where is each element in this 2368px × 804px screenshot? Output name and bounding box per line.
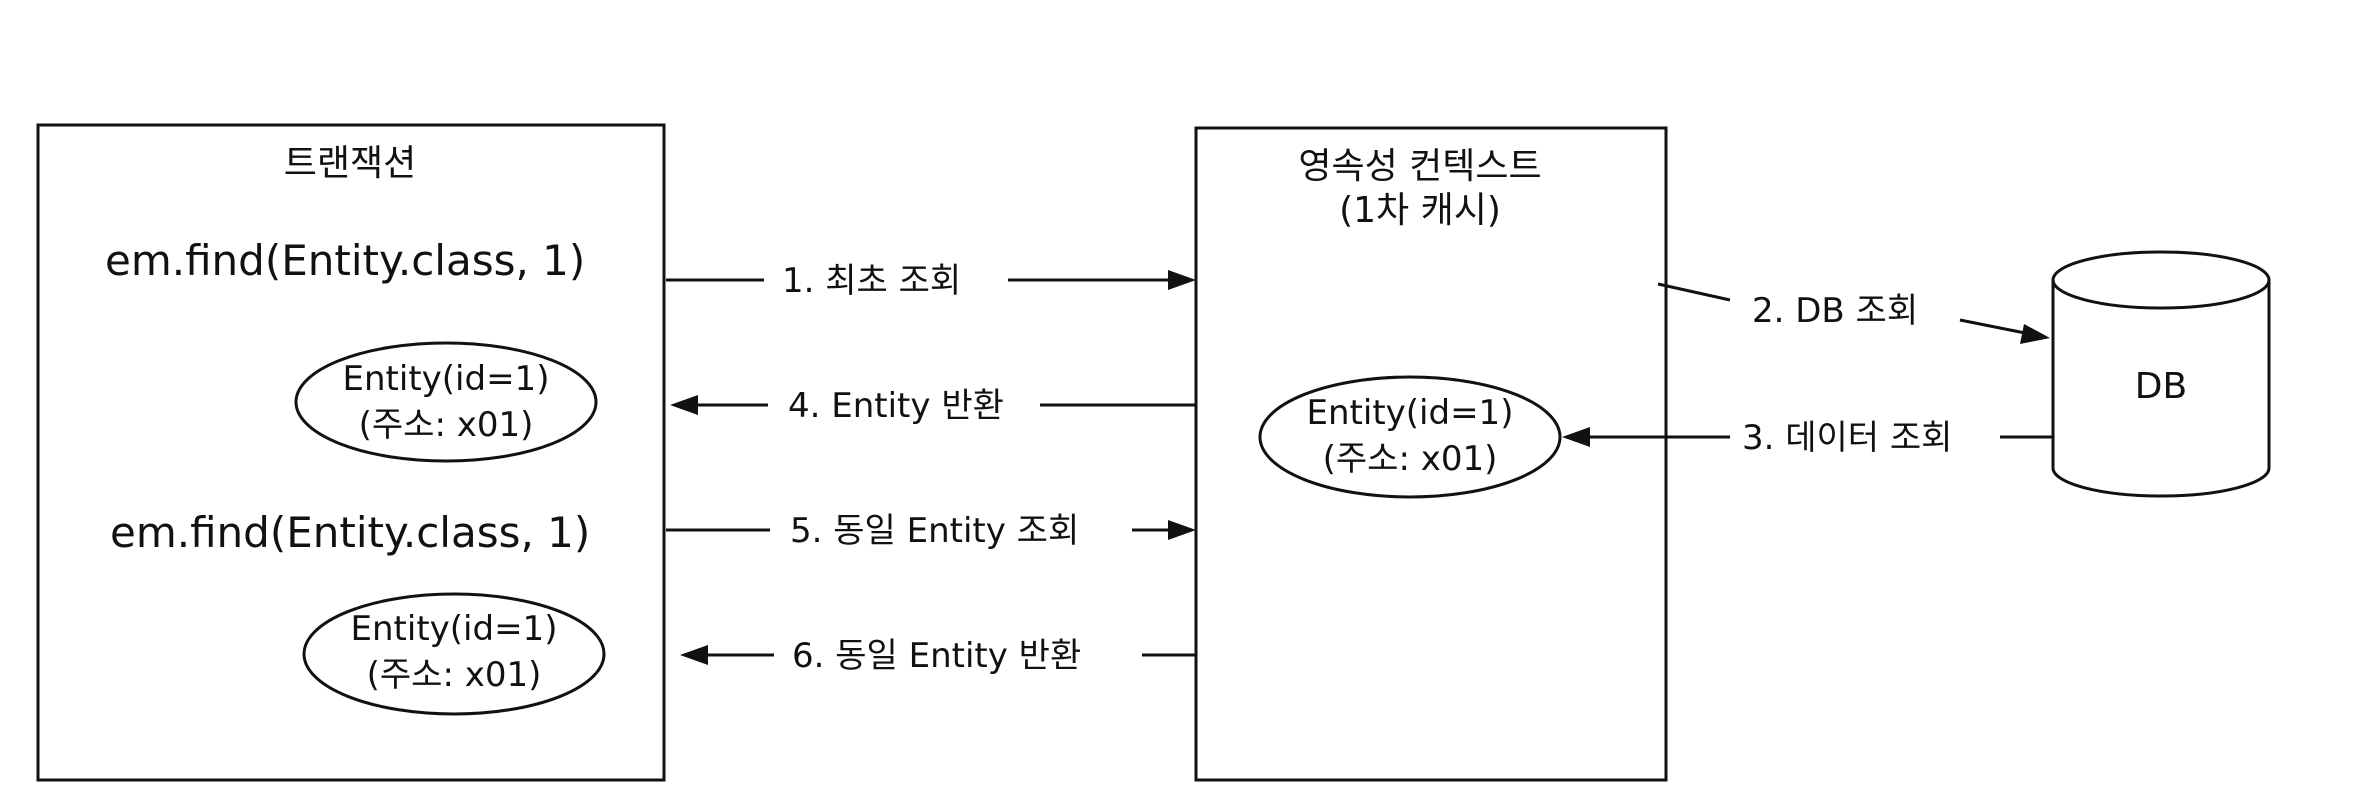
step-2-arrow: 2. DB 조회 — [1657, 282, 2050, 344]
step-1-arrow: 1. 최초 조회 — [666, 261, 1196, 301]
database-cylinder: DB — [2051, 250, 2271, 498]
transaction-entity-1-ellipse — [294, 341, 598, 463]
database-label: DB — [2135, 366, 2187, 407]
transaction-entity-1-id: Entity(id=1) — [343, 359, 550, 399]
persistence-context-subtitle: (1차 캐시) — [1339, 190, 1501, 231]
find-call-1: em.find(Entity.class, 1) — [105, 236, 585, 285]
transaction-box: 트랜잭션 em.find(Entity.class, 1) Entity(id=… — [36, 123, 666, 782]
cache-entity-id: Entity(id=1) — [1307, 393, 1514, 433]
step-5-label: 5. 동일 Entity 조회 — [790, 511, 1079, 551]
transaction-entity-2-address: (주소: x01) — [367, 655, 542, 695]
transaction-entity-1: Entity(id=1) (주소: x01) — [294, 341, 598, 463]
step-3-arrowhead — [1562, 427, 1590, 447]
transaction-entity-2-ellipse — [302, 592, 606, 716]
step-6-arrowhead — [680, 645, 708, 665]
step-5-arrowhead — [1168, 520, 1196, 540]
step-4-label: 4. Entity 반환 — [788, 386, 1004, 426]
step-4-arrow: 4. Entity 반환 — [670, 386, 1196, 426]
transaction-entity-1-address: (주소: x01) — [359, 405, 534, 445]
step-2-arrowhead — [2020, 324, 2050, 344]
step-3-label: 3. 데이터 조회 — [1742, 418, 1952, 458]
persistence-context-box: 영속성 컨텍스트 (1차 캐시) Entity(id=1) (주소: x01) — [1194, 126, 1668, 782]
step-1-arrowhead — [1168, 270, 1196, 290]
transaction-entity-2-id: Entity(id=1) — [351, 609, 558, 649]
step-3-arrow: 3. 데이터 조회 — [1562, 418, 2053, 458]
step-6-label: 6. 동일 Entity 반환 — [792, 636, 1081, 676]
step-5-arrow: 5. 동일 Entity 조회 — [666, 511, 1196, 551]
cache-entity-ellipse — [1258, 375, 1562, 499]
database-body — [2051, 280, 2271, 498]
find-call-2: em.find(Entity.class, 1) — [110, 508, 590, 557]
cache-entity: Entity(id=1) (주소: x01) — [1258, 375, 1562, 499]
step-6-arrow: 6. 동일 Entity 반환 — [680, 636, 1196, 676]
step-4-arrowhead — [670, 395, 698, 415]
cache-entity-address: (주소: x01) — [1323, 439, 1498, 479]
step-2-label: 2. DB 조회 — [1752, 291, 1918, 331]
database-top — [2051, 250, 2271, 310]
transaction-entity-2: Entity(id=1) (주소: x01) — [302, 592, 606, 716]
step-1-label: 1. 최초 조회 — [782, 261, 961, 301]
transaction-title: 트랜잭션 — [284, 143, 416, 184]
persistence-context-title: 영속성 컨텍스트 — [1298, 146, 1541, 187]
